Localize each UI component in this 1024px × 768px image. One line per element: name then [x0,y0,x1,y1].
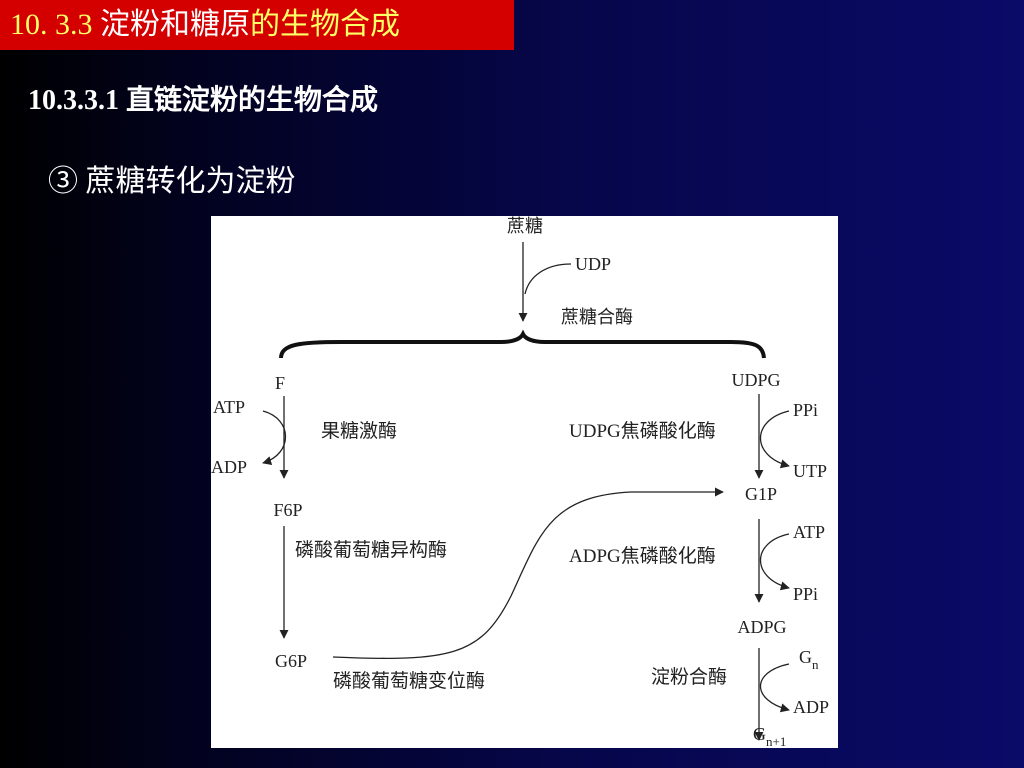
utp-label: UTP [793,461,827,481]
fructokinase-label: 果糖激酶 [321,420,397,442]
ppi-utp-curve [760,410,790,469]
gn-label: Gn [799,647,819,672]
title-number: 10. 3.3 [10,8,100,41]
atp-adp-curve [262,410,287,465]
split-brace [279,329,766,359]
g1p-label: G1P [745,484,777,504]
adpg-label: ADPG [737,617,786,637]
title-highlight: 淀粉和糖原 [100,8,250,41]
udp-curve [524,263,572,295]
adpg-pyrophosphorylase-label: ADPG焦磷酸化酶 [569,545,716,567]
udpg-label: UDPG [731,370,780,390]
starch-synthesis-diagram: 蔗糖 UDP 蔗糖合酶 F ATP ADP 果糖激酶 F6P 磷酸葡萄糖异构酶 … [211,216,838,748]
gn-adp-curve [760,663,790,713]
step-heading: ③ 蔗糖转化为淀粉 [48,165,296,198]
gn1-label: Gn+1 [753,724,786,748]
mutase-label: 磷酸葡萄糖变位酶 [333,670,485,692]
atp-left-label: ATP [213,397,245,417]
sucrose-synthase-label: 蔗糖合酶 [561,307,633,327]
slide-title-box: 10. 3.3 淀粉和糖原的生物合成 [0,0,514,50]
fructose-label: F [275,373,285,393]
g6p-to-g1p-arrow [332,487,724,659]
pathway-svg: 蔗糖 UDP 蔗糖合酶 F ATP ADP 果糖激酶 F6P 磷酸葡萄糖异构酶 … [211,216,829,748]
f6p-label: F6P [273,500,302,520]
starch-synthase-label: 淀粉合酶 [651,666,727,688]
udp-label: UDP [575,254,611,274]
adp-left-label: ADP [211,457,247,477]
ppi-2-label: PPi [793,584,818,604]
title-rest: 的生物合成 [250,8,400,41]
adp-right-label: ADP [793,697,829,717]
atp-right-label: ATP [793,522,825,542]
sucrose-label: 蔗糖 [507,216,543,236]
g6p-label: G6P [275,651,307,671]
udpg-pyrophosphorylase-label: UDPG焦磷酸化酶 [569,420,716,442]
section-subtitle: 10.3.3.1 直链淀粉的生物合成 [28,85,379,116]
isomerase-label: 磷酸葡萄糖异构酶 [295,539,447,561]
ppi-1-label: PPi [793,400,818,420]
atp-ppi-curve [760,533,790,591]
slide-title: 10. 3.3 淀粉和糖原的生物合成 [0,0,400,50]
